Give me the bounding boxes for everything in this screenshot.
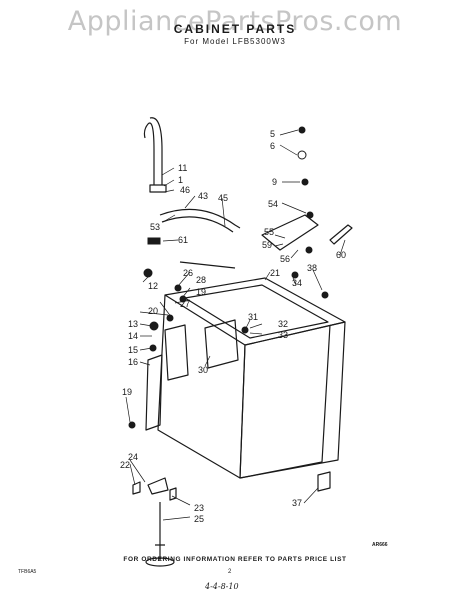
- callout-23: 23: [194, 503, 204, 513]
- callout-12: 12: [148, 281, 158, 291]
- callout-59: 59: [262, 240, 272, 250]
- handwritten-note: 4-4-8-10: [205, 582, 239, 591]
- control-bracket: [204, 319, 239, 369]
- callout-55: 55: [264, 227, 274, 237]
- callout-31: 31: [248, 312, 258, 322]
- callout-27: 27: [180, 299, 190, 309]
- callout-54: 54: [268, 199, 278, 209]
- leg-foot-37: [317, 471, 331, 492]
- callout-32: 32: [278, 319, 288, 329]
- callout-22: 22: [120, 460, 130, 470]
- callout-43: 43: [198, 191, 208, 201]
- model-subtitle: For Model LFB5300W3: [184, 37, 286, 46]
- callout-15: 15: [128, 345, 138, 355]
- callout-53: 53: [150, 222, 160, 232]
- callout-37: 37: [292, 498, 302, 508]
- cabinet-body: [157, 277, 346, 479]
- callout-19: 19: [122, 387, 132, 397]
- callout-1: 1: [178, 175, 183, 185]
- lid-strip: [329, 224, 353, 245]
- valve-bracket: [261, 214, 319, 251]
- figure-reference: AR666: [372, 542, 388, 548]
- drain-hose: [143, 122, 155, 185]
- clip-24: [147, 477, 169, 495]
- side-bracket: [145, 354, 163, 431]
- leveling-leg: [155, 502, 165, 560]
- callout-19: 19: [196, 287, 206, 297]
- hose-rod: [179, 261, 236, 269]
- callout-9: 9: [272, 177, 277, 187]
- inlet-hose: [159, 208, 241, 229]
- callout-45: 45: [218, 193, 228, 203]
- callout-24: 24: [128, 452, 138, 462]
- callout-46: 46: [180, 185, 190, 195]
- callout-26: 26: [183, 268, 193, 278]
- callout-38: 38: [307, 263, 317, 273]
- callout-13: 13: [128, 319, 138, 329]
- callout-6: 6: [270, 141, 275, 151]
- ordering-note: FOR ORDERING INFORMATION REFER TO PARTS …: [123, 556, 347, 563]
- callout-60: 60: [336, 250, 346, 260]
- motor-bracket: [164, 324, 189, 381]
- document-code: TFB6A5: [18, 569, 37, 575]
- callout-61: 61: [178, 235, 188, 245]
- callout-34: 34: [292, 278, 302, 288]
- callout-20: 20: [148, 306, 158, 316]
- callout-5: 5: [270, 129, 275, 139]
- callout-28: 28: [196, 275, 206, 285]
- callout-56: 56: [280, 254, 290, 264]
- watermark: AppliancePartsPros.com: [67, 6, 403, 37]
- callout-33: 33: [278, 330, 288, 340]
- callout-16: 16: [128, 357, 138, 367]
- callout-21: 21: [270, 268, 280, 278]
- callout-14: 14: [128, 331, 138, 341]
- page-number: 2: [228, 569, 232, 575]
- page-title: CABINET PARTS: [173, 22, 297, 36]
- callout-25: 25: [194, 514, 204, 524]
- callout-11: 11: [178, 163, 187, 173]
- callout-30: 30: [198, 365, 208, 375]
